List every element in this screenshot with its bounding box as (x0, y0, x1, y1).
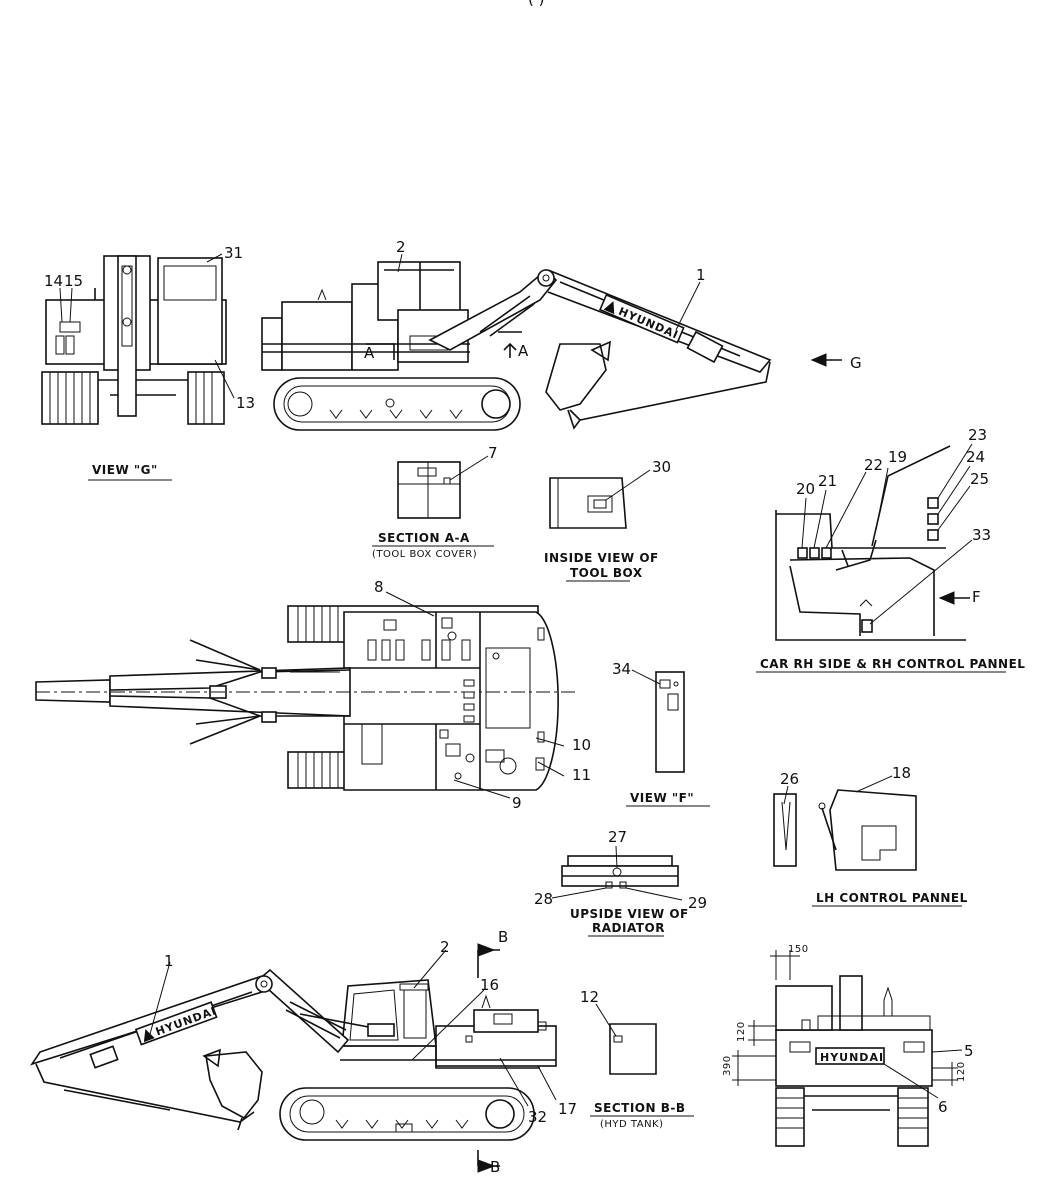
view-f-caption: VIEW "F" (630, 791, 694, 805)
callout-20: 20 (796, 480, 815, 498)
callout-27: 27 (608, 828, 627, 846)
lh-control-panel: 26 18 LH CONTROL PANNEL (773, 764, 968, 907)
callout-11: 11 (572, 766, 591, 784)
view-f: 34 VIEW "F" (612, 660, 710, 807)
callout-8: 8 (374, 578, 384, 596)
callout-30: 30 (652, 458, 671, 476)
callout-16: 16 (480, 976, 499, 994)
callout-18: 18 (892, 764, 911, 782)
excavator-right-side-view: HYUNDAI A A G 2 1 (261, 238, 862, 431)
section-mark-b-bottom: B (490, 1158, 500, 1176)
dim-120-left: 120 (736, 1021, 747, 1042)
radiator-upside-view: 27 28 29 UPSIDE VIEW OF RADIATOR (534, 828, 707, 937)
dim-150: 150 (788, 944, 809, 955)
radiator-caption-1: UPSIDE VIEW OF (570, 907, 689, 921)
callout-32: 32 (528, 1108, 547, 1126)
lh-panel-caption: LH CONTROL PANNEL (816, 891, 968, 905)
section-mark-a-left: A (364, 344, 375, 362)
excavator-left-side-view: HYUNDAI B B 1 2 16 32 17 (30, 928, 577, 1176)
callout-33: 33 (972, 526, 991, 544)
section-a-a-toolbox-cover: 7 SECTION A-A (TOOL BOX COVER) (372, 444, 498, 560)
callout-12: 12 (580, 988, 599, 1006)
inside-view-toolbox: 30 INSIDE VIEW OF TOOL BOX (544, 458, 671, 582)
callout-14: 14 (44, 272, 63, 290)
callout-15: 15 (64, 272, 83, 290)
view-g-front-view: 31 14 15 13 VIEW "G" (41, 244, 255, 481)
callout-6: 6 (938, 1098, 948, 1116)
section-b-b-hyd-tank: 12 SECTION B-B (HYD TANK) (580, 988, 694, 1130)
view-arrow-g: G (850, 354, 862, 372)
callout-31: 31 (224, 244, 243, 262)
callout-21: 21 (818, 472, 837, 490)
callout-22: 22 (864, 456, 883, 474)
page-ref-fragment: ( ) (528, 0, 544, 8)
callout-13: 13 (236, 394, 255, 412)
brand-hyundai-rear: HYUNDAI (820, 1051, 884, 1064)
section-bb-caption: SECTION B-B (594, 1101, 686, 1115)
excavator-rear-view: HYUNDAI 150 120 390 120 5 6 (722, 944, 974, 1147)
section-bb-subcaption: (HYD TANK) (600, 1119, 664, 1130)
callout-34: 34 (612, 660, 631, 678)
callout-25: 25 (970, 470, 989, 488)
callout-9: 9 (512, 794, 522, 812)
callout-29: 29 (688, 894, 707, 912)
section-mark-a-right: A (518, 342, 529, 360)
dim-390: 390 (722, 1055, 733, 1076)
callout-2-right: 2 (396, 238, 406, 256)
callout-2-left: 2 (440, 938, 450, 956)
callout-10: 10 (572, 736, 591, 754)
section-aa-subcaption: (TOOL BOX COVER) (372, 549, 477, 560)
cab-rh-caption: CAR RH SIDE & RH CONTROL PANNEL (760, 657, 1025, 671)
callout-26: 26 (780, 770, 799, 788)
callout-1-left: 1 (164, 952, 174, 970)
callout-24: 24 (966, 448, 985, 466)
callout-19: 19 (888, 448, 907, 466)
callout-17: 17 (558, 1100, 577, 1118)
inside-toolbox-caption-2: TOOL BOX (570, 566, 643, 580)
callout-5: 5 (964, 1042, 974, 1060)
inside-toolbox-caption-1: INSIDE VIEW OF (544, 551, 659, 565)
callout-23: 23 (968, 426, 987, 444)
callout-7: 7 (488, 444, 498, 462)
callout-1-right: 1 (696, 266, 706, 284)
view-g-caption: VIEW "G" (92, 463, 158, 477)
section-aa-caption: SECTION A-A (378, 531, 470, 545)
cab-rh-side-panel: F 23 24 25 20 21 22 19 33 CAR RH SIDE & … (756, 426, 1025, 673)
dim-120-right: 120 (956, 1061, 967, 1082)
section-mark-b-top: B (498, 928, 508, 946)
callout-28: 28 (534, 890, 553, 908)
radiator-caption-2: RADIATOR (592, 921, 665, 935)
excavator-top-view: 8 10 11 9 (35, 578, 591, 812)
view-arrow-f: F (972, 588, 981, 606)
